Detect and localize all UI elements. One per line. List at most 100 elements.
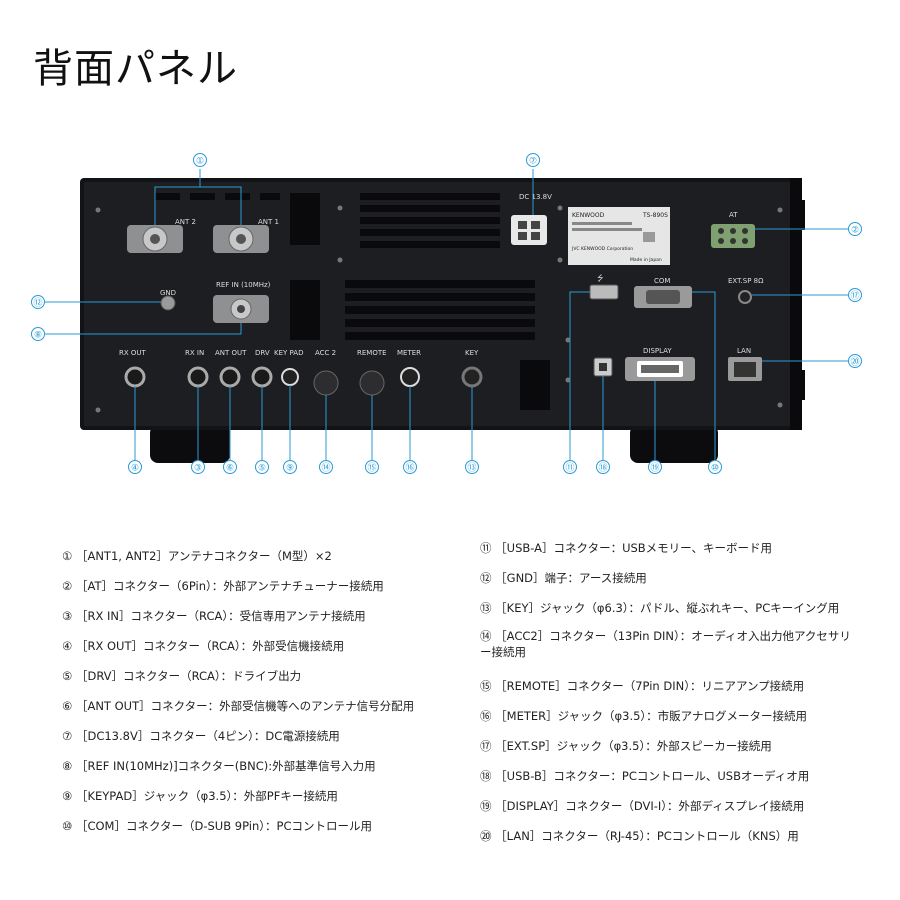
svg-text:⑰: ⑰ bbox=[850, 291, 859, 302]
remote-din bbox=[359, 370, 385, 396]
legend-item: ⑬ ［KEY］ジャック（φ6.3）：パドル、縦ぶれキー、PCキーイング用 bbox=[480, 601, 840, 615]
legend-item: ⑥ ［ANT OUT］コネクター：外部受信機等へのアンテナ信号分配用 bbox=[62, 699, 415, 713]
rx-in-label: RX IN bbox=[185, 349, 204, 357]
keypad-jack bbox=[281, 368, 299, 386]
ref-in-bnc-connector bbox=[213, 295, 269, 323]
legend-item: ⑦ ［DC13.8V］コネクター（4ピン）：DC電源接続用 bbox=[62, 729, 340, 743]
svg-text:⑧: ⑧ bbox=[34, 331, 42, 341]
key-label: KEY bbox=[465, 349, 479, 357]
com-dsub-connector bbox=[634, 286, 692, 308]
rear-panel-diagram: ANT 2 ANT 1 REF IN (10MHz) GND DC 13.8V … bbox=[31, 153, 862, 474]
right-foot bbox=[630, 425, 718, 463]
legend-item: ⑯ ［METER］ジャック（φ3.5）：市販アナログメーター接続用 bbox=[480, 709, 807, 723]
svg-text:④: ④ bbox=[131, 464, 139, 474]
callout-marker-18: ⑱ bbox=[596, 460, 610, 474]
ant1-connector bbox=[213, 225, 269, 253]
callout-marker-13: ⑬ bbox=[465, 460, 479, 474]
ext-sp-jack bbox=[738, 290, 752, 304]
ant-out-label: ANT OUT bbox=[215, 349, 247, 357]
svg-text:⑫: ⑫ bbox=[33, 298, 42, 309]
svg-text:⑬: ⑬ bbox=[467, 463, 476, 474]
ant-out-rca bbox=[219, 366, 241, 388]
key-jack bbox=[461, 366, 483, 388]
svg-text:⑨: ⑨ bbox=[286, 464, 294, 474]
callout-marker-11: ⑪ bbox=[563, 460, 577, 474]
ref-in-label: REF IN (10MHz) bbox=[216, 281, 271, 289]
meter-label: METER bbox=[397, 349, 421, 357]
svg-text:⑯: ⑯ bbox=[405, 463, 414, 474]
callout-marker-7: ⑦ bbox=[526, 153, 540, 167]
callout-marker-19: ⑲ bbox=[648, 460, 662, 474]
svg-text:⑱: ⑱ bbox=[598, 463, 607, 474]
ext-sp-label: EXT.SP 8Ω bbox=[728, 277, 764, 285]
callout-marker-6: ⑥ bbox=[223, 460, 237, 474]
svg-text:⑳: ⑳ bbox=[850, 357, 859, 368]
page-title: 背面パネル bbox=[33, 46, 238, 92]
display-label: DISPLAY bbox=[643, 347, 672, 355]
svg-text:⑦: ⑦ bbox=[529, 157, 537, 167]
legend-item: ⑤ ［DRV］コネクター（RCA）：ドライブ出力 bbox=[62, 669, 302, 683]
vent-grille-top bbox=[155, 193, 550, 410]
acc2-label: ACC 2 bbox=[315, 349, 336, 357]
callout-marker-9: ⑨ bbox=[283, 460, 297, 474]
legend-item: ⑰ ［EXT.SP］ジャック（φ3.5）：外部スピーカー接続用 bbox=[480, 739, 772, 753]
svg-text:②: ② bbox=[851, 226, 859, 236]
legend-item: ⑭ ［ACC2］コネクター（13Pin DIN）：オーディオ入出力他アクセサリー… bbox=[480, 629, 851, 659]
svg-text:Made in Japan: Made in Japan bbox=[630, 257, 662, 263]
legend-item: ⑲ ［DISPLAY］コネクター（DVI-I）：外部ディスプレイ接続用 bbox=[480, 799, 805, 813]
callout-marker-14: ⑭ bbox=[319, 460, 333, 474]
com-label: COM bbox=[654, 277, 670, 285]
callout-marker-16: ⑯ bbox=[403, 460, 417, 474]
callout-marker-17: ⑰ bbox=[848, 288, 862, 302]
gnd-terminal bbox=[160, 295, 176, 311]
meter-jack bbox=[400, 367, 420, 387]
svg-text:TS-890S: TS-890S bbox=[642, 212, 668, 219]
legend-item: ⑧ ［REF IN(10MHz)]コネクター(BNC):外部基準信号入力用 bbox=[62, 759, 376, 773]
rx-in-rca bbox=[187, 366, 209, 388]
dc-connector bbox=[511, 215, 547, 245]
display-dvi-connector bbox=[625, 357, 695, 381]
svg-text:⑤: ⑤ bbox=[258, 464, 266, 474]
legend-item: ⑪ ［USB-A］コネクター：USBメモリー、キーボード用 bbox=[480, 541, 773, 555]
svg-text:KENWOOD: KENWOOD bbox=[572, 212, 605, 219]
callout-marker-15: ⑮ bbox=[365, 460, 379, 474]
dc-label: DC 13.8V bbox=[519, 193, 552, 201]
ant2-label: ANT 2 bbox=[175, 218, 196, 226]
rx-out-label: RX OUT bbox=[119, 349, 147, 357]
callout-marker-1: ① bbox=[193, 153, 207, 167]
drv-rca bbox=[251, 366, 273, 388]
callout-markers: ① ② ③ ④ ⑤ ⑥ ⑦ ⑧ ⑨ ⑩ ⑪ ⑫ ⑬ ⑭ ⑮ ⑯ ⑰ ⑱ ⑲ ⑳ bbox=[31, 153, 862, 474]
gnd-label: GND bbox=[160, 289, 176, 297]
svg-text:⑩: ⑩ bbox=[711, 464, 719, 474]
left-foot bbox=[150, 425, 230, 463]
callout-marker-8: ⑧ bbox=[31, 327, 45, 341]
callout-marker-12: ⑫ bbox=[31, 295, 45, 309]
lan-rj45-connector bbox=[728, 357, 762, 381]
svg-text:JVC KENWOOD Corporation: JVC KENWOOD Corporation bbox=[571, 246, 633, 252]
svg-text:①: ① bbox=[196, 157, 204, 167]
callout-marker-3: ③ bbox=[191, 460, 205, 474]
svg-text:⑪: ⑪ bbox=[565, 463, 574, 474]
nameplate: KENWOOD TS-890S JVC KENWOOD Corporation … bbox=[568, 207, 670, 265]
legend-item: ① ［ANT1, ANT2］アンテナコネクター（M型）×2 bbox=[62, 549, 332, 563]
legend-item: ⑳ ［LAN］コネクター（RJ-45）：PCコントロール（KNS）用 bbox=[480, 829, 799, 843]
acc2-din bbox=[313, 370, 339, 396]
drv-label: DRV bbox=[255, 349, 270, 357]
svg-text:⑲: ⑲ bbox=[650, 463, 659, 474]
callout-marker-4: ④ bbox=[128, 460, 142, 474]
legend-item: ⑮ ［REMOTE］コネクター（7Pin DIN）：リニアアンプ接続用 bbox=[480, 679, 805, 693]
svg-text:③: ③ bbox=[194, 464, 202, 474]
ant1-label: ANT 1 bbox=[258, 218, 279, 226]
legend-item: ④ ［RX OUT］コネクター（RCA）：外部受信機接続用 bbox=[62, 639, 345, 653]
svg-text:⑥: ⑥ bbox=[226, 464, 234, 474]
legend-item: ③ ［RX IN］コネクター（RCA）：受信専用アンテナ接続用 bbox=[62, 609, 366, 623]
legend-item: ⑱ ［USB-B］コネクター：PCコントロール、USBオーディオ用 bbox=[480, 769, 810, 783]
svg-text:⑮: ⑮ bbox=[367, 463, 376, 474]
lan-label: LAN bbox=[737, 347, 751, 355]
callout-marker-5: ⑤ bbox=[255, 460, 269, 474]
callout-marker-2: ② bbox=[848, 222, 862, 236]
legend-item: ⑫ ［GND］端子：アース接続用 bbox=[480, 571, 647, 585]
callout-marker-10: ⑩ bbox=[708, 460, 722, 474]
ant2-connector bbox=[127, 225, 183, 253]
legend-item: ⑨ ［KEYPAD］ジャック（φ3.5）：外部PFキー接続用 bbox=[62, 789, 338, 803]
